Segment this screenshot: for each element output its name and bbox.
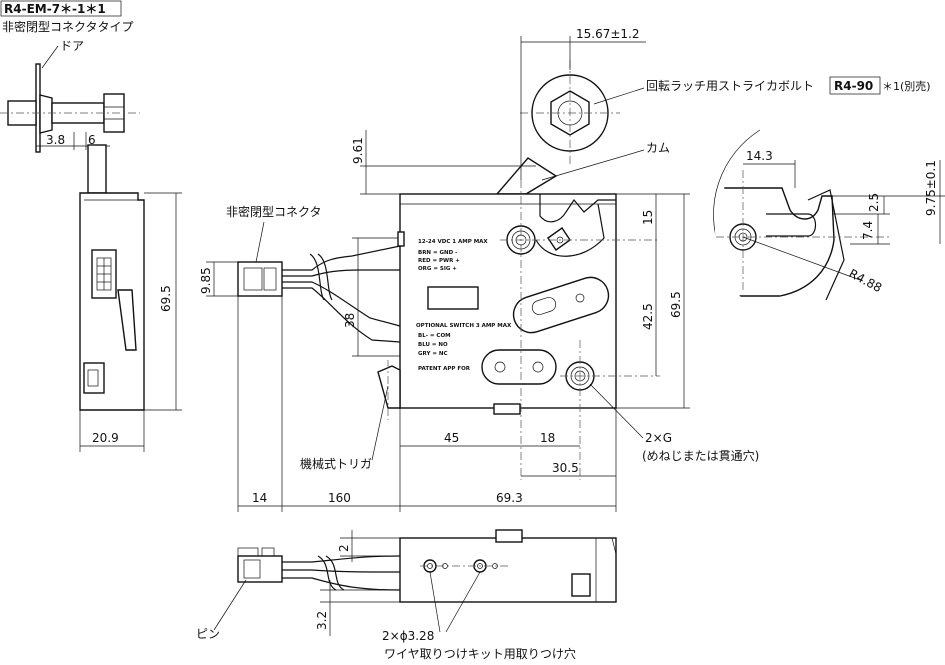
bottom-tab: [493, 403, 521, 415]
plate-line-5: OPTIONAL SWITCH 3 AMP MAX: [416, 323, 512, 329]
dim-69-5-left: 69.5: [159, 285, 173, 312]
trigger-slot: [512, 276, 610, 334]
dim-69-3: 69.3: [496, 491, 523, 505]
wire-break-1: [309, 253, 325, 301]
label-window: [427, 286, 479, 310]
dim-6: 6: [88, 133, 96, 147]
plate-line-3: RED = PWR +: [418, 258, 460, 264]
trigger-lever: [377, 365, 401, 409]
dim-15-67: 15.67±1.2: [576, 27, 640, 41]
detail-latch-body: [715, 187, 835, 297]
dim-42-5: 42.5: [641, 303, 655, 330]
dim-45: 45: [444, 431, 459, 445]
dim-9-75: 9.75±0.1: [924, 160, 938, 216]
dim-3-8: 3.8: [46, 133, 65, 147]
door-leader: [41, 45, 59, 69]
harness-front: 非密閉型コネクタ 9.85 38: [199, 204, 401, 357]
wire-holes-label: 2×ϕ3.28: [382, 629, 434, 643]
wire-break-2: [317, 253, 333, 301]
dim-30-5: 30.5: [552, 461, 579, 475]
door-label: ドア: [60, 39, 84, 53]
dim-2-5: 2.5: [867, 193, 881, 212]
dim-2: 2: [337, 544, 351, 552]
dim-9-85: 9.85: [199, 267, 213, 294]
plate-line-9: PATENT APP FOR: [418, 366, 471, 372]
dim-18: 18: [540, 431, 555, 445]
wire-2: [282, 269, 400, 277]
side-bolt-stub: [87, 144, 107, 194]
dim-20-9: 20.9: [92, 431, 119, 445]
wire-1: [282, 245, 401, 271]
latch-detail: 14.3 2.5 7.4 9.75±0.1 R4.88: [713, 129, 945, 301]
striker-label: 回転ラッチ用ストライカボルト: [646, 79, 814, 93]
plate-line-2: BRN = GND -: [418, 250, 457, 256]
door-boss: [39, 94, 53, 134]
wire-4: [282, 287, 401, 343]
dim-7-4: 7.4: [861, 221, 875, 240]
connector-leader: [255, 221, 265, 263]
striker-bolt: 15.67±1.2 回転ラッチ用ストライカボルト R4-90 ＊1(別売): [520, 27, 931, 180]
striker-model-box: [829, 76, 881, 95]
plate-line-7: BLU = NO: [418, 342, 448, 348]
lock-side-view: 69.5 20.9: [79, 144, 182, 452]
front-connector: [237, 261, 283, 297]
dim-14: 14: [252, 491, 267, 505]
cam: [495, 157, 558, 195]
dim-3-2: 3.2: [315, 611, 329, 630]
holes-leader: [589, 383, 644, 439]
pin-label: ピン: [196, 627, 220, 641]
dim-15: 15: [641, 210, 655, 225]
trigger-label: 機械式トリガ: [300, 456, 372, 471]
cam-label: カム: [646, 141, 670, 155]
door-side-view: 3.8 6: [0, 63, 140, 153]
connector-type-label: 非密閉型コネクタタイプ: [2, 19, 134, 34]
dim-38: 38: [343, 313, 357, 328]
model-box-frame: [0, 0, 122, 17]
trigger-leader: [371, 385, 389, 461]
lock-top-view: 2 3.2 ピン 2×ϕ3.28 ワイヤ取りつけキット用取りつけ穴: [196, 529, 617, 661]
wire-holes-note: ワイヤ取りつけキット用取りつけ穴: [384, 646, 576, 661]
plate-line-4: ORG = SIG +: [418, 266, 457, 272]
latch-slot: [539, 194, 616, 223]
wire-3: [282, 281, 401, 327]
detail-radius-line: [742, 236, 861, 281]
lock-front-view: カム 12-24 VDC 1 AMP MAX: [237, 130, 759, 512]
bottom-top-tab: [495, 529, 523, 543]
holes-label: 2×G: [645, 431, 672, 445]
side-latch-block: [83, 362, 105, 394]
plate-text: 12-24 VDC 1 AMP MAX BRN = GND - RED = PW…: [416, 239, 512, 372]
side-trigger: [117, 289, 137, 351]
dim-160: 160: [328, 491, 351, 505]
pin-leader: [213, 579, 247, 631]
model-header: R4-EM-7＊-1＊1 非密閉型コネクタタイプ ドア: [0, 0, 134, 69]
bottom-cutout: [571, 573, 591, 597]
cam-leader: [541, 149, 645, 181]
striker-model: R4-90: [834, 79, 873, 93]
holes-note: (めねじまたは貫通穴): [642, 448, 759, 463]
dim-9-61: 9.61: [351, 137, 365, 164]
striker-note: ＊1(別売): [882, 80, 931, 93]
model-box-label: R4-EM-7＊-1＊1: [4, 2, 106, 16]
detail-slot: [766, 213, 817, 237]
plate-line-6: BL- = COM: [418, 333, 451, 339]
dim-r4-88: R4.88: [847, 266, 885, 295]
plate-line-1: 12-24 VDC 1 AMP MAX: [418, 239, 488, 245]
dim-69-5-right: 69.5: [669, 291, 683, 318]
plate-line-8: GRY = NC: [418, 351, 448, 357]
wire-kit-oval: [481, 349, 557, 385]
dim-14-3: 14.3: [746, 149, 773, 163]
connector-label: 非密閉型コネクタ: [226, 204, 322, 219]
striker-leader: [593, 87, 645, 105]
